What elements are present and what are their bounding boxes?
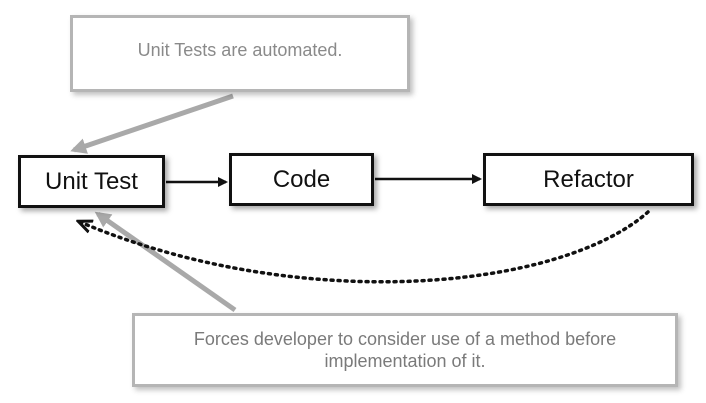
node-unit-test: Unit Test: [18, 155, 165, 208]
node-unit-test-label: Unit Test: [45, 167, 138, 195]
node-code: Code: [229, 153, 374, 206]
node-refactor: Refactor: [483, 153, 694, 206]
callout-arrow-forces: [94, 211, 237, 313]
note-automated: Unit Tests are automated.: [70, 15, 410, 92]
callout-arrow-automated: [70, 93, 234, 154]
node-refactor-label: Refactor: [543, 165, 634, 193]
note-forces-text: Forces developer to consider use of a me…: [193, 329, 617, 371]
note-automated-text: Unit Tests are automated.: [137, 40, 343, 60]
arrow-refactor-to-unit-test: [80, 210, 650, 284]
note-forces: Forces developer to consider use of a me…: [132, 313, 678, 387]
node-code-label: Code: [272, 165, 331, 193]
